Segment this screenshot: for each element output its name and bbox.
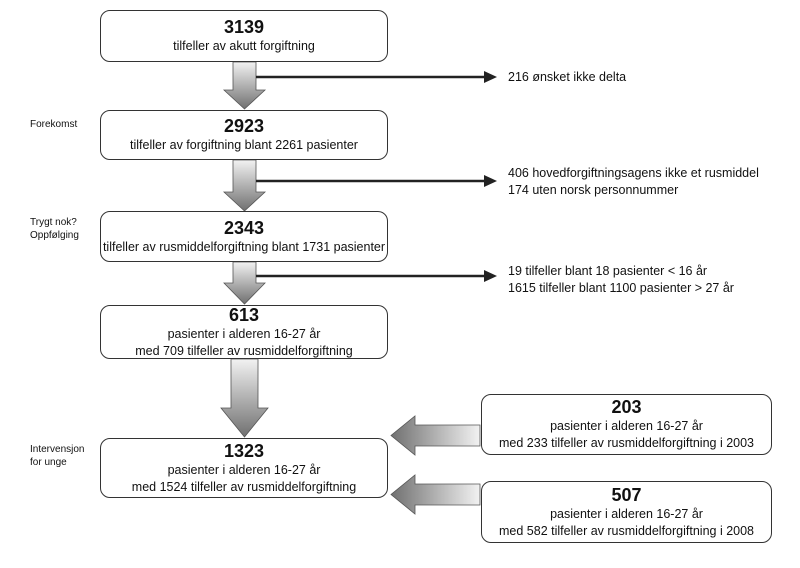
box-number: 3139 xyxy=(223,17,265,37)
exclusion-arrowhead-1 xyxy=(484,71,497,83)
box-patients-2003: 203 pasienter i alderen 16-27 år med 233… xyxy=(481,394,772,455)
box-text: tilfeller av rusmiddelforgiftning blant … xyxy=(102,239,386,254)
side-label-text: Oppfølging xyxy=(30,230,79,241)
merge-arrow-2 xyxy=(390,474,481,515)
down-arrow-1 xyxy=(222,61,267,110)
box-text: pasienter i alderen 16-27 år xyxy=(550,506,703,521)
box-text: pasienter i alderen 16-27 år xyxy=(550,419,703,433)
side-label-intervensjon: Intervensjon for unge xyxy=(30,443,84,469)
box-text: tilfeller av akutt forgiftning xyxy=(173,39,315,53)
box-acute-poisoning-cases: 3139 tilfeller av akutt forgiftning xyxy=(100,10,388,62)
exclusion-note-2: 406 hovedforgiftningsagens ikke et rusmi… xyxy=(508,165,759,199)
exclusion-text: 1615 tilfeller blant 1100 pasienter > 27… xyxy=(508,281,734,295)
exclusion-text: 174 uten norsk personnummer xyxy=(508,183,679,197)
exclusion-text: 406 hovedforgiftningsagens ikke et rusmi… xyxy=(508,166,759,180)
box-number: 2343 xyxy=(223,217,265,238)
box-number: 507 xyxy=(611,484,642,505)
box-text: med 582 tilfeller av rusmiddelforgiftnin… xyxy=(499,523,754,538)
merge-arrow-1 xyxy=(390,415,481,456)
side-label-text: Forekomst xyxy=(30,119,78,130)
exclusion-note-3: 19 tilfeller blant 18 pasienter < 16 år … xyxy=(508,263,734,297)
box-patients-2008: 507 pasienter i alderen 16-27 år med 582… xyxy=(481,481,772,543)
exclusion-arrowhead-3 xyxy=(484,270,497,282)
box-poisoning-cases-patients: 2923 tilfeller av forgiftning blant 2261… xyxy=(100,110,388,160)
down-arrow-3 xyxy=(223,261,266,305)
box-number: 203 xyxy=(611,397,642,417)
box-number: 2923 xyxy=(223,116,265,136)
box-text: tilfeller av forgiftning blant 2261 pasi… xyxy=(130,138,358,152)
box-text: pasienter i alderen 16-27 år xyxy=(167,326,321,341)
exclusion-arrowhead-2 xyxy=(484,175,497,187)
box-patients-16-27: 613 pasienter i alderen 16-27 år med 709… xyxy=(100,305,388,359)
side-label-forekomst: Forekomst xyxy=(30,118,77,131)
down-arrow-4 xyxy=(220,358,269,438)
box-text: med 1524 tilfeller av rusmiddelforgiftni… xyxy=(131,479,357,494)
down-arrow-2 xyxy=(222,159,267,212)
box-text: med 709 tilfeller av rusmiddelforgiftnin… xyxy=(135,343,353,358)
side-label-text: for unge xyxy=(30,457,67,468)
box-drug-poisoning-cases: 2343 tilfeller av rusmiddelforgiftning b… xyxy=(100,211,388,262)
side-label-trygt-nok: Trygt nok? Oppfølging xyxy=(30,216,79,242)
box-text: pasienter i alderen 16-27 år xyxy=(167,462,321,477)
exclusion-note-1: 216 ønsket ikke delta xyxy=(508,69,626,86)
box-number: 1323 xyxy=(223,440,265,461)
side-label-text: Intervensjon xyxy=(30,444,85,455)
box-number: 613 xyxy=(228,304,260,325)
box-text: med 233 tilfeller av rusmiddelforgiftnin… xyxy=(499,436,754,450)
box-total-patients-16-27: 1323 pasienter i alderen 16-27 år med 15… xyxy=(100,438,388,498)
exclusion-text: 19 tilfeller blant 18 pasienter < 16 år xyxy=(508,264,708,278)
exclusion-text: 216 ønsket ikke delta xyxy=(508,70,627,84)
side-label-text: Trygt nok? xyxy=(30,217,77,228)
